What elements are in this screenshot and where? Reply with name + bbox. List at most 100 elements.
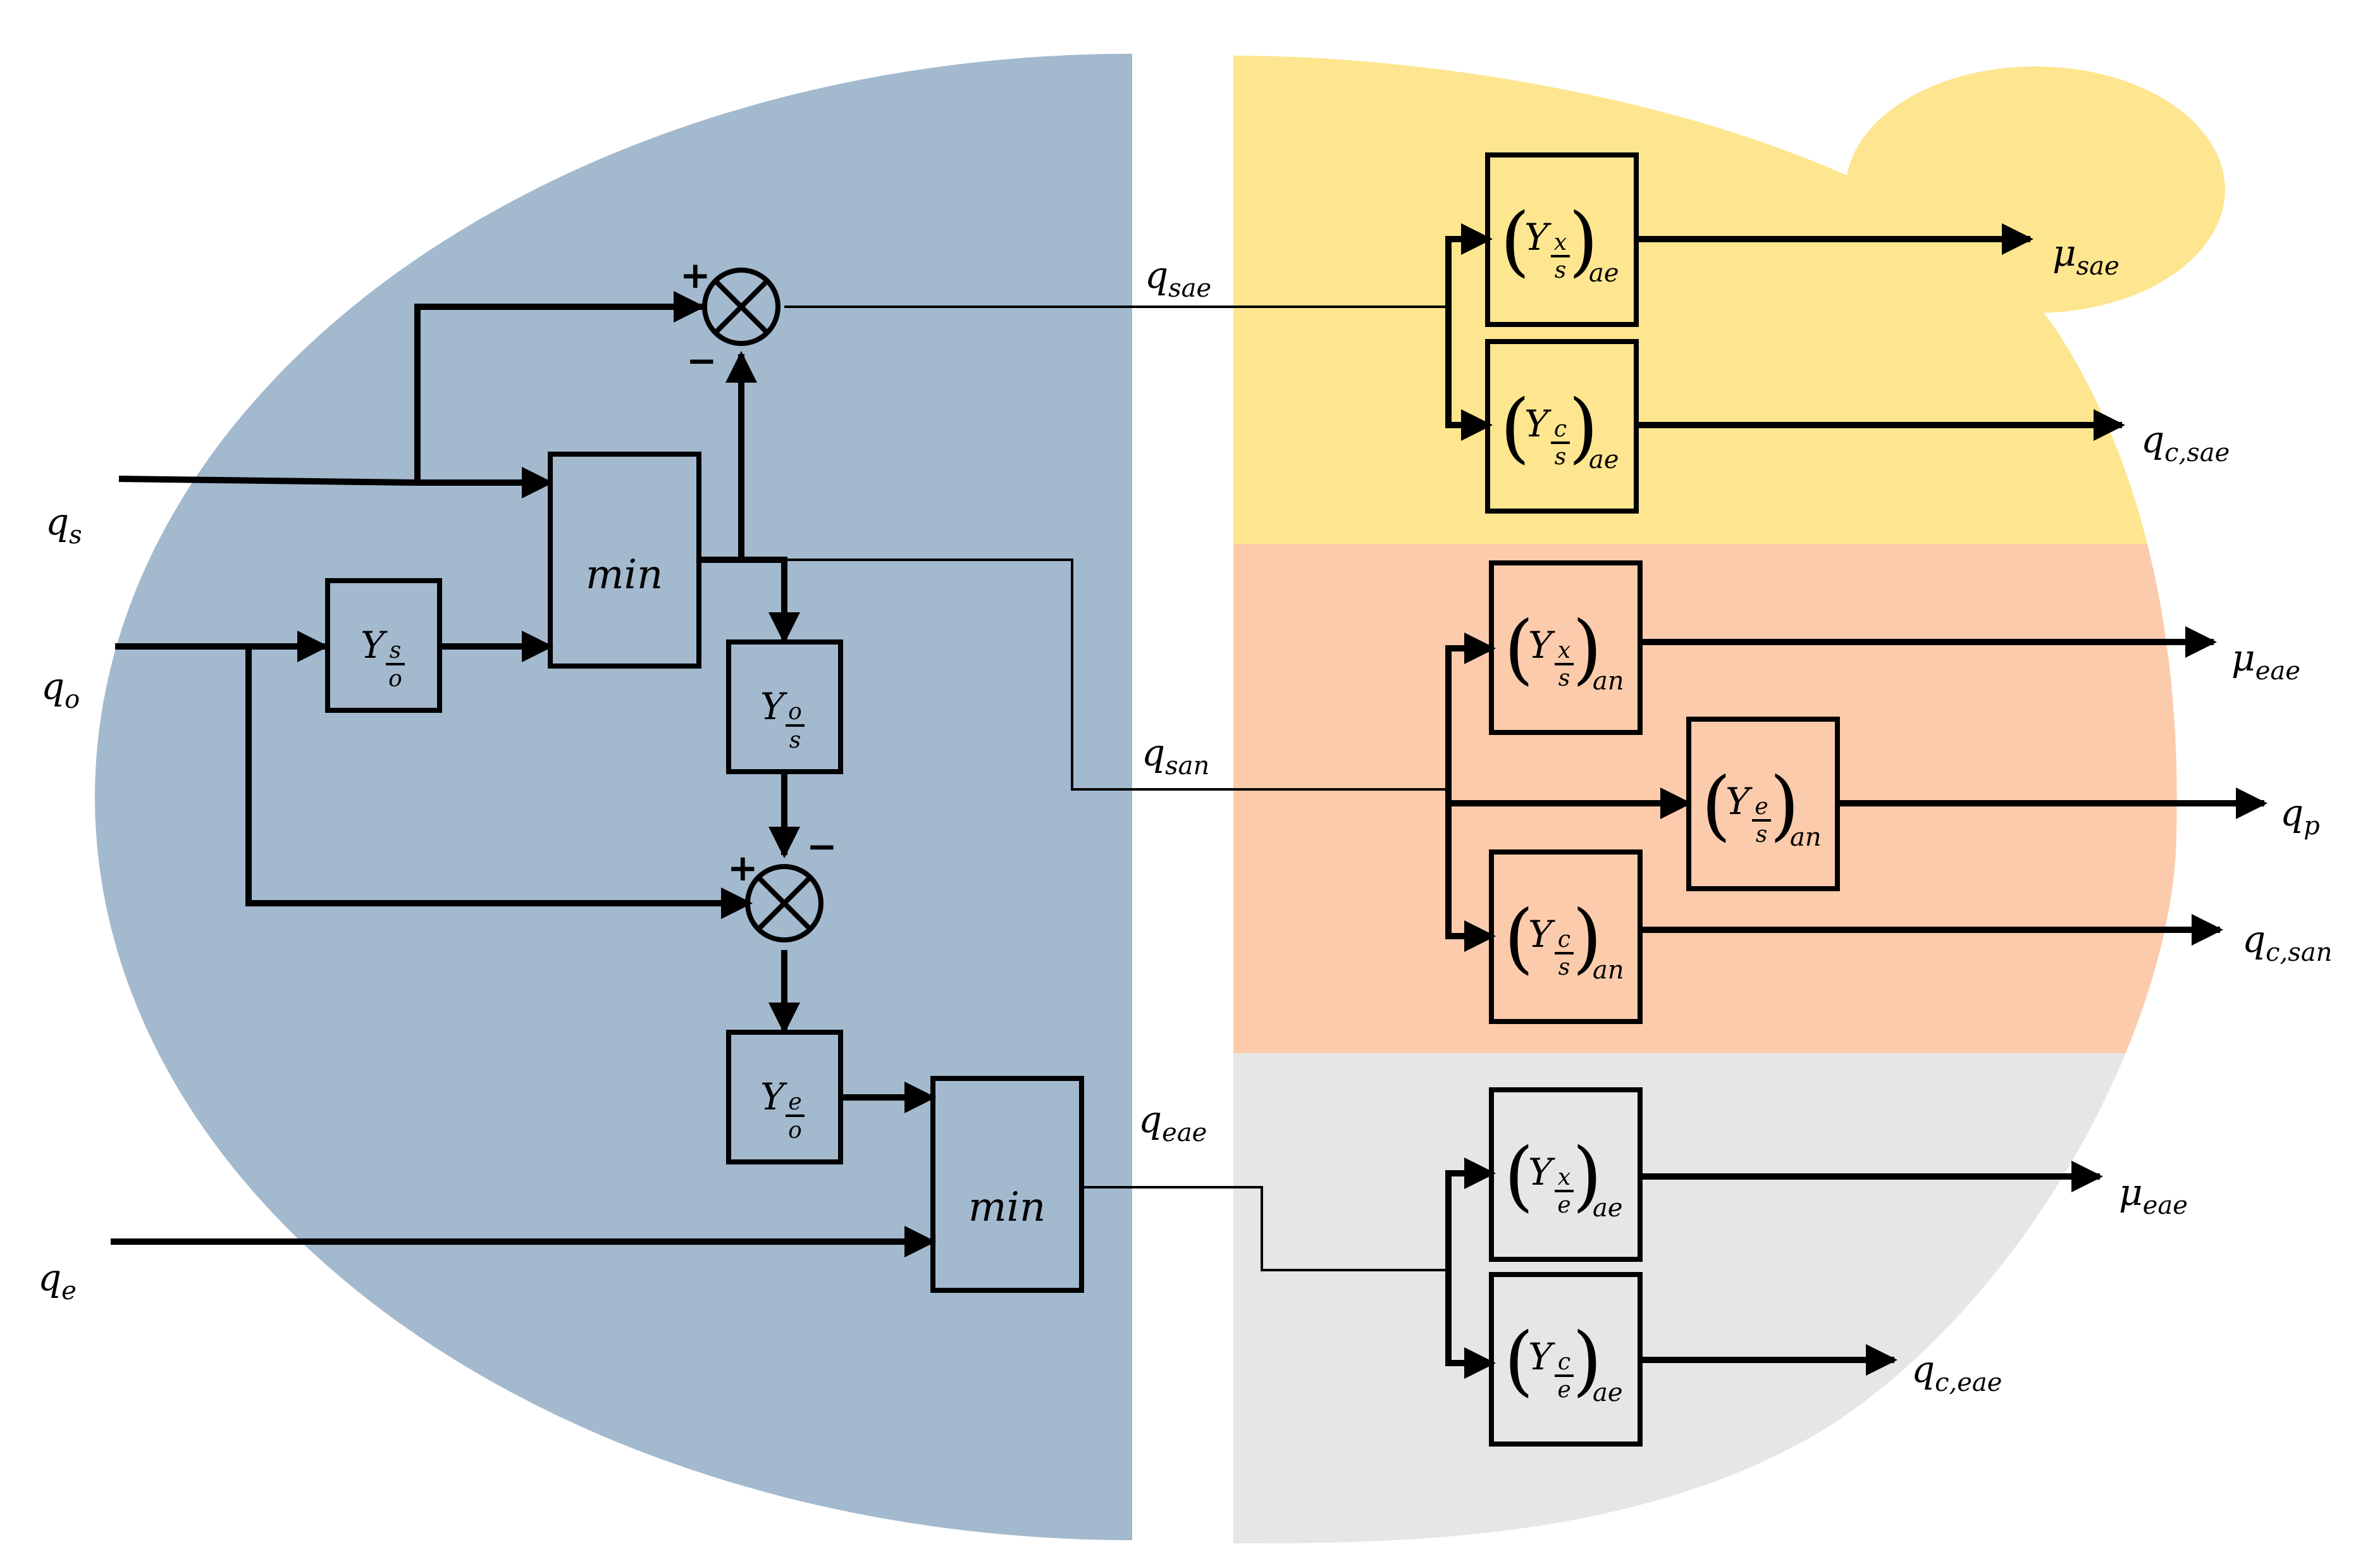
min-block-top: min — [548, 452, 701, 669]
svg-text:Y: Y — [1528, 624, 1555, 667]
svg-text:Y: Y — [1524, 216, 1552, 259]
min-top-label: min — [586, 552, 663, 598]
svg-text:): ) — [1572, 894, 1602, 982]
qsae-to-ycs-ae-arrow — [1445, 307, 1493, 441]
svg-text:e: e — [1557, 1192, 1570, 1218]
bud-region — [1846, 66, 2225, 313]
svg-text:): ) — [1770, 762, 1799, 849]
summing-junction-2: + − — [727, 825, 837, 942]
svg-text:Y: Y — [760, 685, 787, 728]
sum2-plus-sign: + — [727, 846, 758, 889]
sum2-minus-sign: − — [806, 825, 837, 868]
min-bottom-label: min — [968, 1184, 1046, 1231]
svg-text:(: ( — [1504, 894, 1534, 982]
anaerobic-region — [1233, 544, 2177, 1053]
signal-q-san-label: qsan — [1142, 731, 1209, 781]
svg-text:ae: ae — [1593, 1378, 1623, 1407]
signal-q-sae-label: qsae — [1145, 254, 1211, 303]
svg-text:x: x — [1558, 638, 1570, 664]
svg-text:(: ( — [1500, 197, 1530, 285]
svg-text:x: x — [1554, 230, 1567, 256]
svg-text:): ) — [1569, 384, 1598, 472]
svg-text:s: s — [1558, 954, 1570, 980]
svg-text:Y: Y — [1528, 913, 1555, 956]
output-qp-label: qp — [2280, 791, 2320, 841]
qo-to-sum2-arrow — [245, 646, 753, 919]
svg-text:c: c — [1558, 1349, 1570, 1375]
qeae-to-yce-ae-arrow — [1445, 1270, 1496, 1379]
svg-text:e: e — [788, 1089, 801, 1115]
output-qc-san-label: qc,san — [2242, 918, 2332, 967]
svg-text:o: o — [388, 666, 402, 692]
svg-text:): ) — [1572, 1132, 1602, 1220]
svg-text:x: x — [1558, 1164, 1570, 1190]
svg-text:s: s — [1756, 822, 1767, 848]
svg-text:Y: Y — [1725, 780, 1753, 823]
sum1-minus-sign: − — [686, 339, 717, 382]
qs-line — [118, 476, 415, 486]
svg-text:c: c — [1554, 416, 1567, 442]
svg-text:s: s — [1558, 665, 1570, 691]
svg-text:s: s — [1555, 444, 1566, 470]
svg-text:e: e — [1755, 794, 1768, 820]
qsan-to-ycs-an-arrow — [1445, 789, 1496, 952]
svg-text:o: o — [788, 1118, 802, 1144]
svg-text:Y: Y — [760, 1075, 787, 1118]
svg-text:c: c — [1558, 927, 1570, 953]
qsan-to-yxs-an-arrow — [1445, 633, 1496, 789]
svg-text:o: o — [788, 699, 802, 725]
svg-text:an: an — [1593, 667, 1624, 696]
input-qs-label: qs — [46, 500, 82, 550]
q-eae-line — [1082, 1186, 1448, 1271]
aerobic-ethanol-region — [1233, 1053, 2177, 1543]
summing-junction-1: + − — [680, 254, 780, 382]
svg-text:): ) — [1569, 197, 1598, 285]
qs-to-sum1-arrow — [414, 291, 705, 483]
svg-text:an: an — [1593, 956, 1624, 985]
output-mu-eae-top-label: μeae — [2231, 636, 2300, 686]
q-san-line — [784, 559, 1448, 791]
svg-text:ae: ae — [1589, 445, 1619, 474]
input-qo-label: qo — [41, 665, 80, 714]
qsae-to-yxs-ae-arrow — [1445, 223, 1493, 307]
svg-text:(: ( — [1504, 1317, 1534, 1405]
svg-text:Y: Y — [1528, 1335, 1555, 1378]
svg-text:Y: Y — [1528, 1151, 1555, 1194]
svg-text:): ) — [1572, 1317, 1602, 1405]
qeae-to-yxe-ae-arrow — [1445, 1157, 1496, 1270]
output-mu-eae-label: μeae — [2119, 1171, 2188, 1220]
blue-region — [95, 54, 1132, 1540]
svg-text:Y: Y — [1524, 402, 1552, 445]
svg-text:ae: ae — [1593, 1194, 1623, 1223]
svg-text:(: ( — [1504, 605, 1534, 693]
svg-text:s: s — [1555, 257, 1566, 283]
svg-text:): ) — [1572, 605, 1602, 693]
svg-text:an: an — [1790, 823, 1822, 852]
output-mu-sae-label: μsae — [2052, 231, 2119, 281]
input-qe-label: qe — [38, 1256, 77, 1306]
svg-text:Y: Y — [361, 624, 388, 667]
output-qc-sae-label: qc,sae — [2141, 418, 2230, 467]
yield-block-e-o: Y e o — [726, 1030, 843, 1164]
min-block-bottom: min — [930, 1076, 1084, 1293]
yield-block-s-o: Y s o — [325, 578, 442, 713]
output-qc-eae-label: qc,eae — [1911, 1348, 2002, 1397]
yield-block-o-s: Y o s — [726, 639, 843, 774]
sum1-plus-sign: + — [680, 254, 711, 297]
svg-text:(: ( — [1701, 762, 1731, 849]
svg-text:(: ( — [1500, 384, 1530, 472]
svg-text:(: ( — [1504, 1132, 1534, 1220]
svg-text:ae: ae — [1589, 259, 1619, 288]
svg-text:e: e — [1557, 1377, 1570, 1403]
svg-text:s: s — [789, 727, 801, 753]
signal-q-eae-label: qeae — [1138, 1098, 1207, 1147]
svg-text:s: s — [390, 638, 401, 664]
